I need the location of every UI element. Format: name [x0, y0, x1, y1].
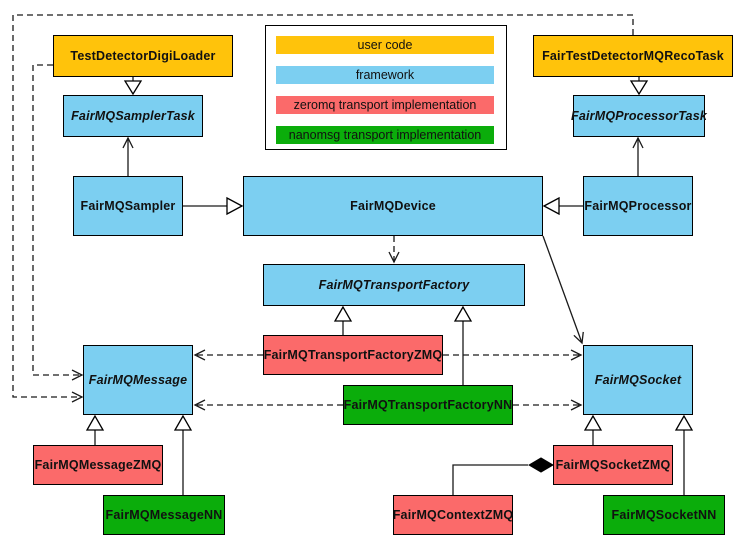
node-fairmq-socket-zmq: FairMQSocketZMQ	[553, 445, 673, 485]
node-fairmq-socket-nn: FairMQSocketNN	[603, 495, 725, 535]
node-fairmq-message: FairMQMessage	[83, 345, 193, 415]
node-fairmq-sampler: FairMQSampler	[73, 176, 183, 236]
node-fair-test-detector-mq-reco-task: FairTestDetectorMQRecoTask	[533, 35, 733, 77]
legend-box: user code framework zeromq transport imp…	[265, 25, 507, 150]
node-fairmq-message-nn: FairMQMessageNN	[103, 495, 225, 535]
node-test-detector-digi-loader: TestDetectorDigiLoader	[53, 35, 233, 77]
node-fairmq-transport-factory: FairMQTransportFactory	[263, 264, 525, 306]
node-fairmq-device: FairMQDevice	[243, 176, 543, 236]
node-fairmq-processor-task: FairMQProcessorTask	[571, 95, 707, 137]
legend-item-zeromq: zeromq transport implementation	[276, 96, 494, 114]
legend-item-user-code: user code	[276, 36, 494, 54]
legend-item-nanomsg: nanomsg transport implementation	[276, 126, 494, 144]
node-fairmq-message-zmq: FairMQMessageZMQ	[33, 445, 163, 485]
node-fairmq-socket: FairMQSocket	[583, 345, 693, 415]
node-fairmq-sampler-task: FairMQSamplerTask	[63, 95, 203, 137]
legend-item-framework: framework	[276, 66, 494, 84]
node-fairmq-processor: FairMQProcessor	[583, 176, 693, 236]
node-fairmq-context-zmq: FairMQContextZMQ	[393, 495, 513, 535]
node-fairmq-transport-factory-nn: FairMQTransportFactoryNN	[343, 385, 513, 425]
node-fairmq-transport-factory-zmq: FairMQTransportFactoryZMQ	[263, 335, 443, 375]
